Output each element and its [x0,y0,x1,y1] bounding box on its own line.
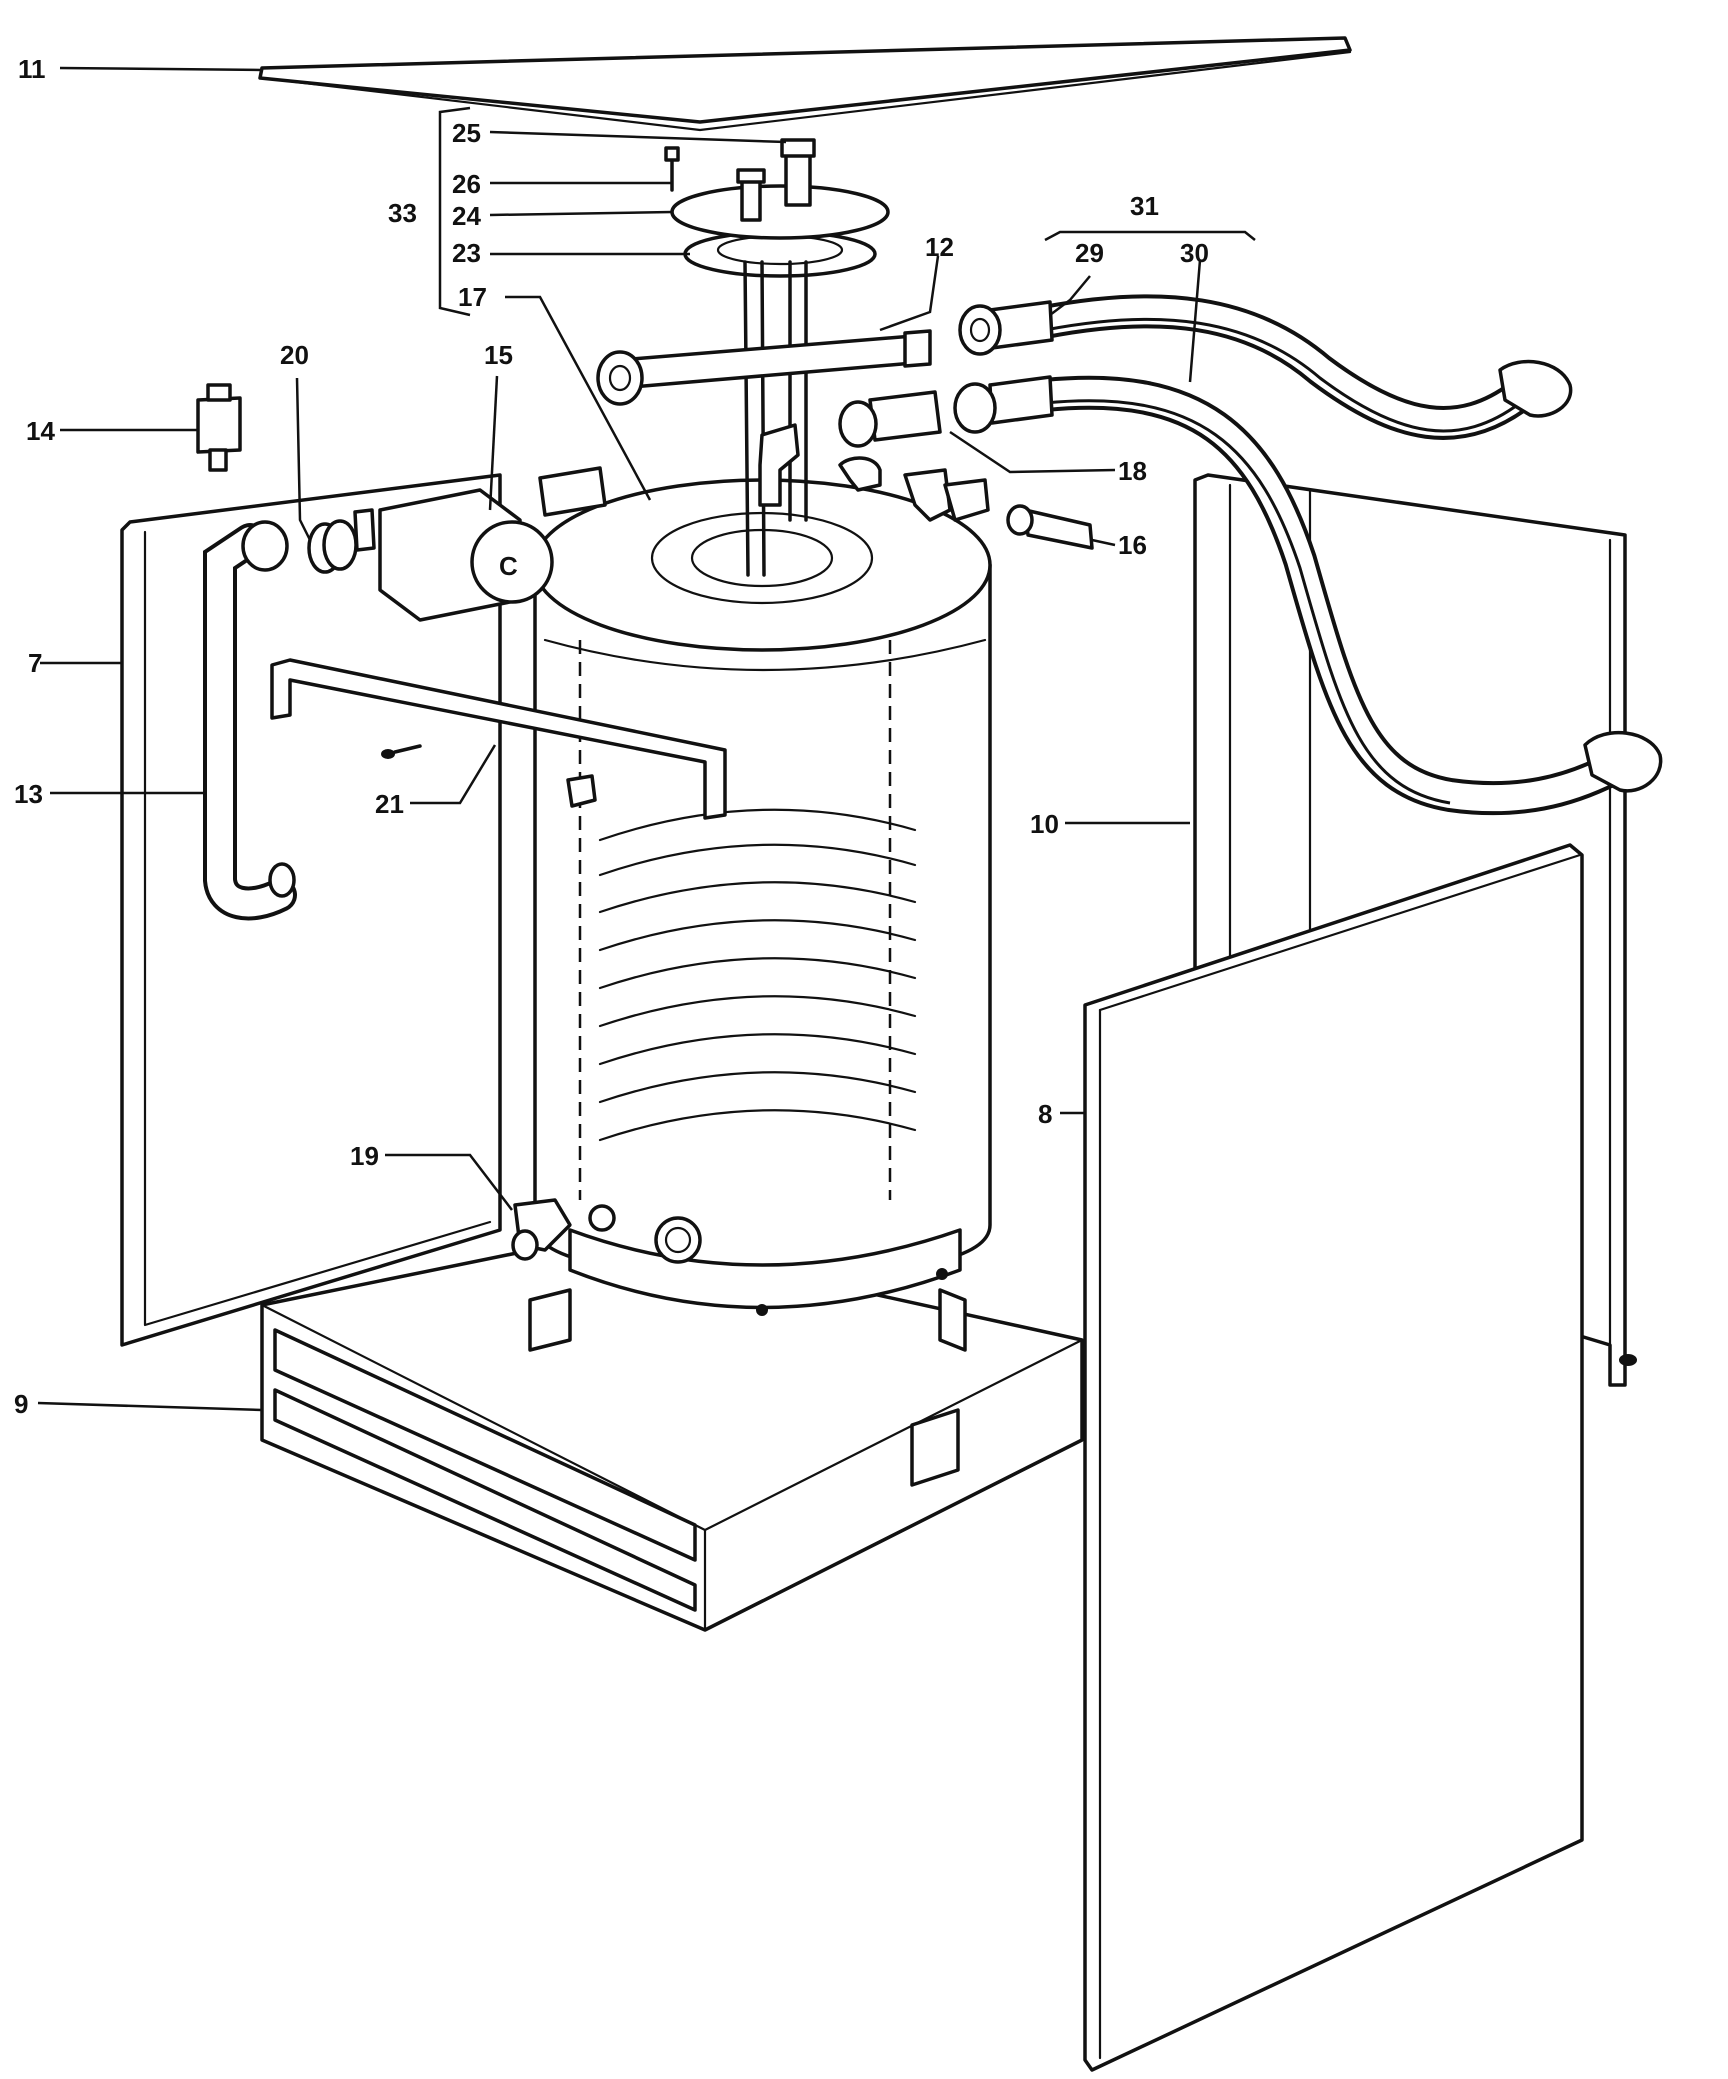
front-right-panel-part [1083,843,1584,2072]
callout-9-label: 9 [14,1389,28,1419]
hose-30-part [953,375,1663,816]
callout-labels: 11 25 26 33 24 23 17 12 31 29 30 20 15 1… [14,54,1209,1419]
callout-31-label: 31 [1130,191,1159,221]
elbow-fittings [758,423,990,522]
callout-19-label: 19 [350,1141,379,1171]
callout-14-label: 14 [26,416,55,446]
callout-25-label: 25 [452,118,481,148]
bracket-part [270,658,727,820]
callout-26-label: 26 [452,169,481,199]
hose-29-part [958,294,1573,440]
valve-part [1006,504,1094,550]
callout-13-label: 13 [14,779,43,809]
top-panel-part [258,36,1352,132]
drain-cock-part [511,1198,572,1261]
callout-7-label: 7 [28,648,42,678]
callout-29-label: 29 [1075,238,1104,268]
pump-mark-label: C [499,551,518,581]
flange-assembly-part [664,138,890,577]
callout-16-label: 16 [1118,530,1147,560]
callout-10-label: 10 [1030,809,1059,839]
callout-11-label: 11 [18,54,46,84]
coupling-part [307,519,358,574]
callout-12-label: 12 [925,232,954,262]
callout-24-label: 24 [452,201,481,231]
callout-8-label: 8 [1038,1099,1052,1129]
callout-30-label: 30 [1180,238,1209,268]
pipe-part [596,329,932,406]
callout-23-label: 23 [452,238,481,268]
callout-15-label: 15 [484,340,513,370]
union-part [838,390,942,448]
callout-17-label: 17 [458,282,487,312]
callout-33-label: 33 [388,198,417,228]
callout-21-label: 21 [375,789,404,819]
cylinder-part [532,478,992,1316]
callout-leaders [37,66,1256,1412]
pump-part: C [353,466,607,622]
pipe-bend-part [203,520,297,921]
air-vent-part [196,383,242,472]
callout-20-label: 20 [280,340,309,370]
callout-18-label: 18 [1118,456,1147,486]
